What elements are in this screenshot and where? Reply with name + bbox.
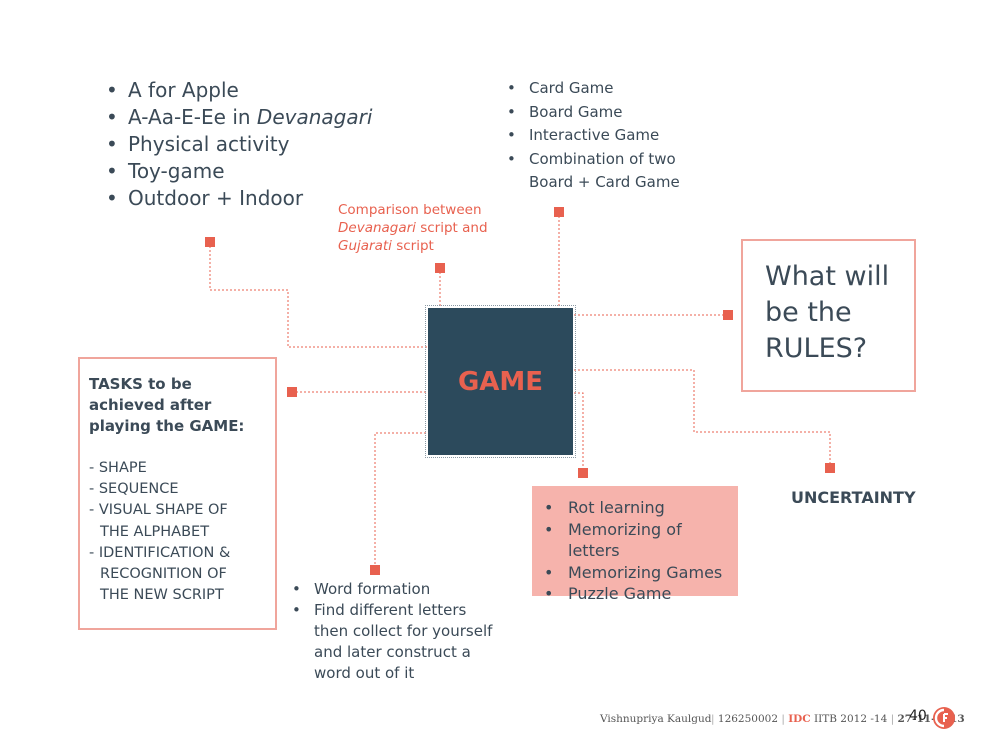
game-label: GAME bbox=[457, 366, 544, 397]
connector-pink bbox=[574, 392, 584, 472]
list-item: Memorizing of letters bbox=[538, 519, 738, 562]
marker-tasks bbox=[287, 387, 297, 397]
rules-box: What will be the RULES? bbox=[741, 239, 916, 392]
connector-bottom-left bbox=[374, 432, 427, 568]
list-item: - SEQUENCE bbox=[89, 481, 179, 498]
logo-icon bbox=[932, 706, 956, 733]
learning-box: Rot learning Memorizing of letters Memor… bbox=[532, 486, 738, 604]
list-item: A for Apple bbox=[106, 77, 372, 104]
footer: Vishnupriya Kaulgud | 126250002 | IDC II… bbox=[560, 706, 992, 733]
marker-comparison bbox=[435, 263, 445, 273]
marker-bottom-left bbox=[370, 565, 380, 575]
list-item: Puzzle Game bbox=[538, 583, 738, 605]
comparison-note: Comparison between Devanagari script and… bbox=[338, 202, 488, 254]
list-item: Word formation bbox=[292, 579, 492, 600]
game-box: GAME bbox=[425, 305, 576, 458]
word-formation-list: Word formation Find different letters th… bbox=[292, 579, 492, 684]
game-types-list: Card Game Board Game Interactive Game Co… bbox=[507, 77, 680, 195]
idc-label: IDC bbox=[788, 713, 811, 725]
uncertainty-label: UNCERTAINTY bbox=[791, 488, 916, 507]
top-left-list: A for Apple A-Aa-E-Ee in Devanagari Phys… bbox=[106, 77, 372, 212]
list-item: Interactive Game bbox=[507, 124, 680, 148]
marker-rules bbox=[723, 310, 733, 320]
tasks-heading: TASKS to be achieved after playing the G… bbox=[89, 375, 245, 435]
list-item: A-Aa-E-Ee in Devanagari bbox=[106, 104, 372, 131]
marker-top-mid bbox=[554, 207, 564, 217]
page-number: 40 bbox=[909, 708, 927, 724]
connector-uncertainty bbox=[574, 369, 831, 468]
list-item: Card Game bbox=[507, 77, 680, 101]
marker-top-left bbox=[205, 237, 215, 247]
list-item: Memorizing Games bbox=[538, 562, 738, 584]
tasks-box: TASKS to be achieved after playing the G… bbox=[78, 357, 277, 630]
roll-number: 126250002 bbox=[717, 713, 779, 725]
connector-top-left bbox=[209, 242, 427, 348]
list-item: Find different letters then collect for … bbox=[292, 600, 492, 684]
marker-uncertainty bbox=[825, 463, 835, 473]
list-item: Outdoor + Indoor bbox=[106, 185, 372, 212]
list-item: Board Game bbox=[507, 101, 680, 125]
author-name: Vishnupriya Kaulgud bbox=[600, 713, 712, 725]
list-item: Toy-game bbox=[106, 158, 372, 185]
list-item: Physical activity bbox=[106, 131, 372, 158]
list-item: Rot learning bbox=[538, 497, 738, 519]
list-item: - SHAPE bbox=[89, 460, 147, 476]
marker-pink bbox=[578, 468, 588, 478]
